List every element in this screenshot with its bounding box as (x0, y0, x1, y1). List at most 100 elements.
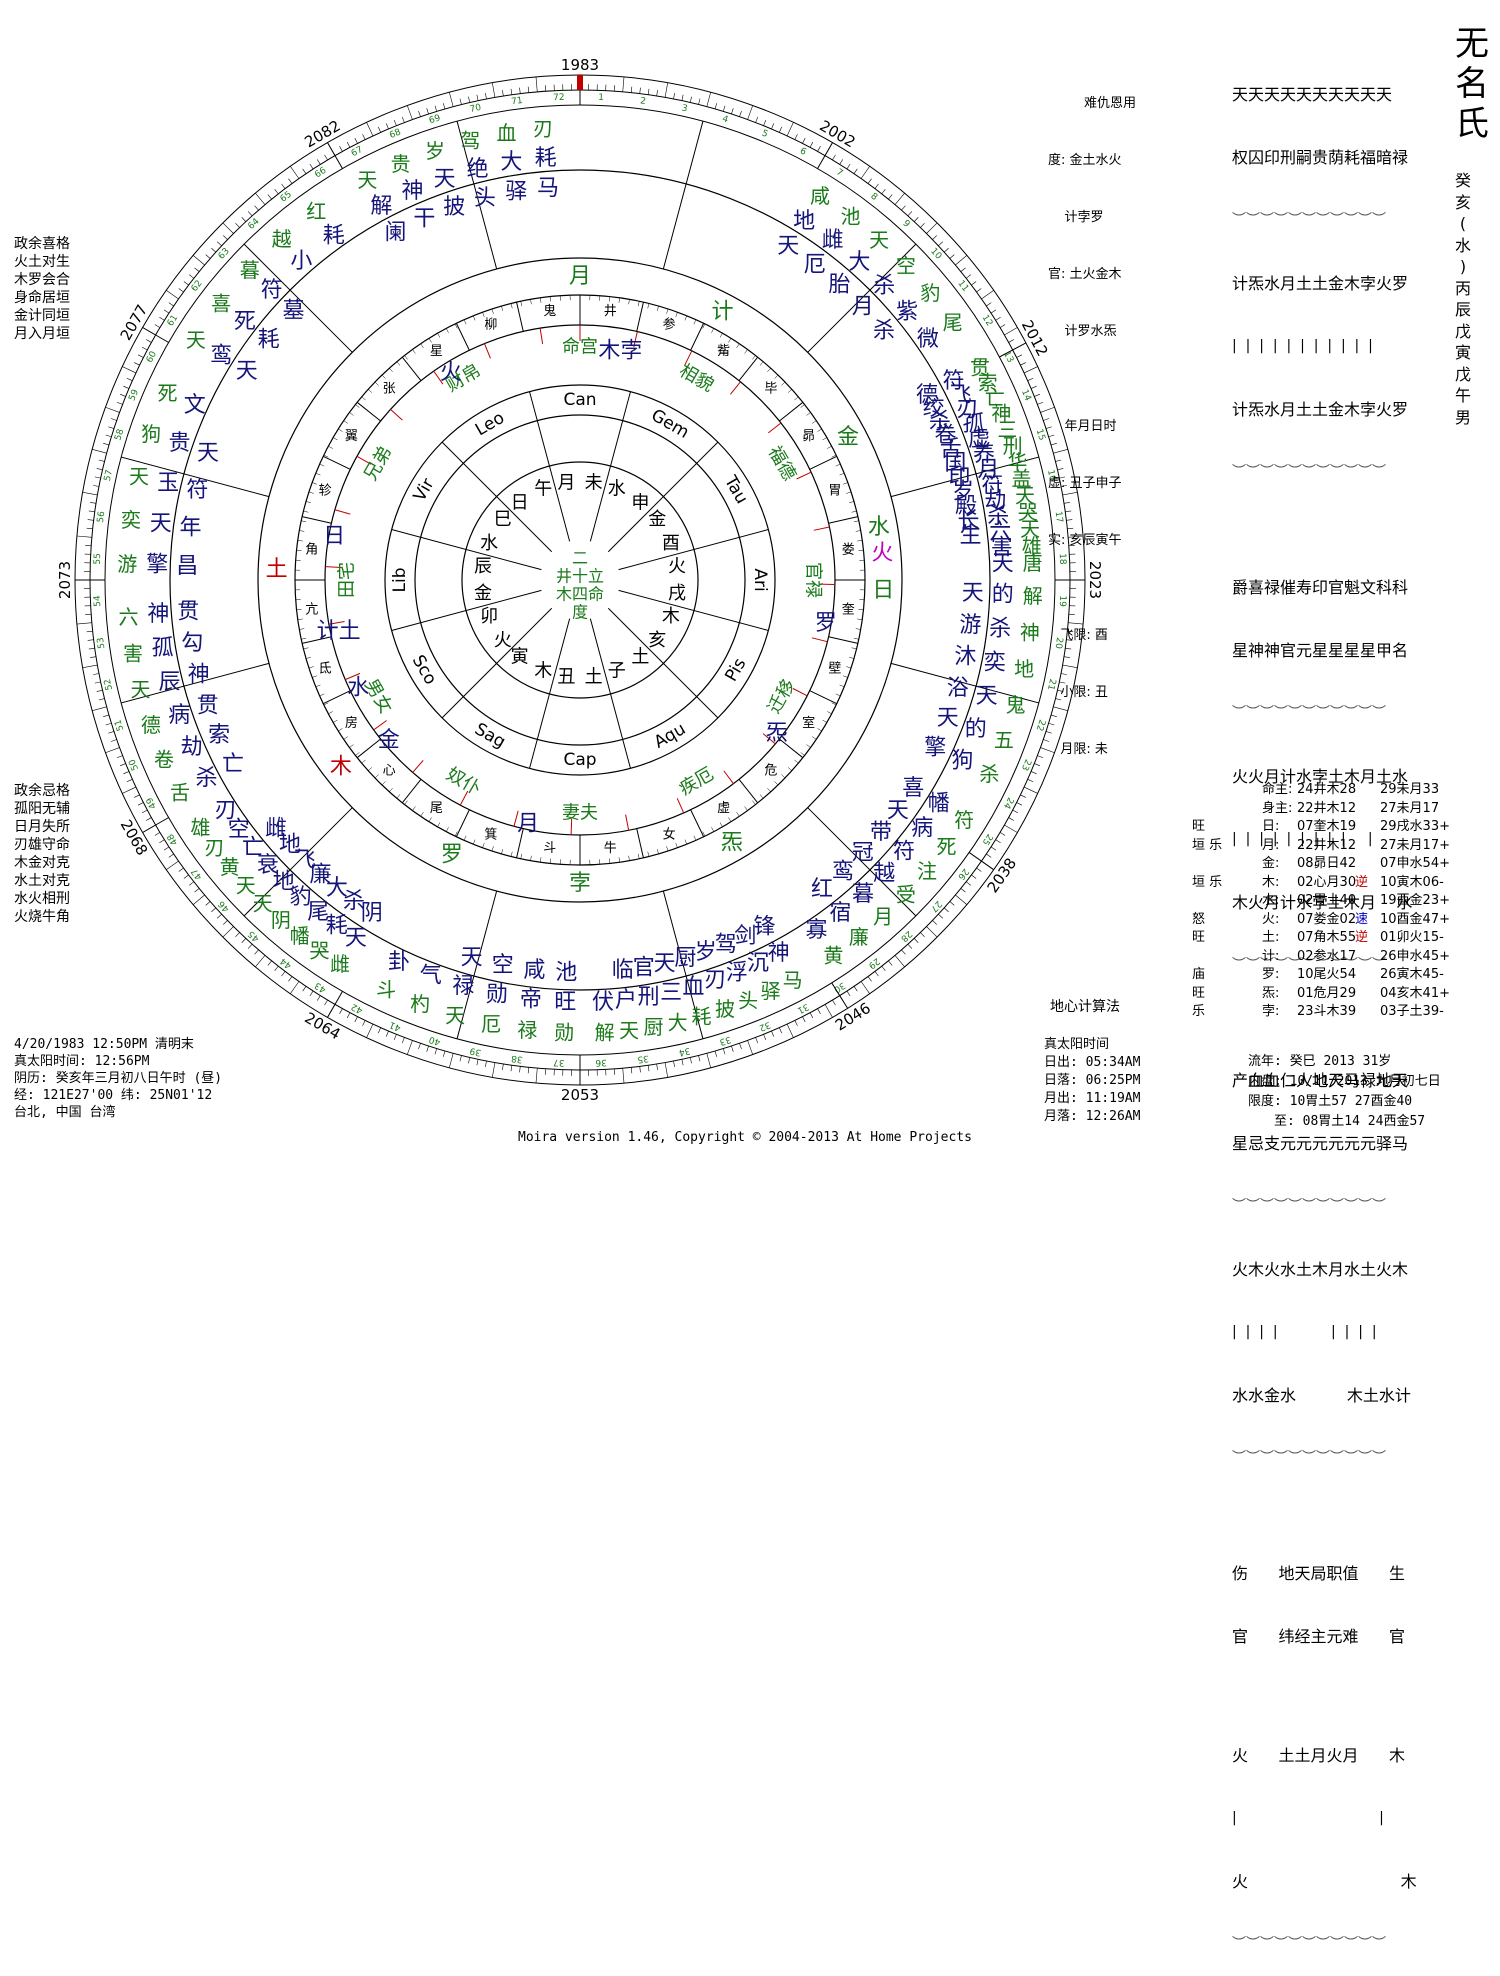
tick (120, 764, 126, 766)
palace-divider (663, 121, 703, 269)
tick (810, 1013, 813, 1018)
branch-element: 火 (494, 630, 512, 651)
tick (908, 944, 912, 948)
pattern-item: 日月失所 (14, 818, 70, 836)
tick (290, 981, 299, 993)
mansion-tick (540, 857, 541, 862)
grid-row: 计炁水月土土金木孛火罗 (1232, 399, 1417, 420)
top-info-block: 难仇恩用 度: 金土水火 计孛罗 官: 土火金木 计罗水炁 年月日时 虚: 丑子… (1048, 56, 1136, 778)
tick (211, 908, 215, 912)
mansion-tick (316, 685, 321, 687)
tick (325, 1000, 328, 1005)
star-char: 阴 (271, 908, 291, 932)
liunian: 流年: 癸巳 2013 31岁 (1248, 1052, 1441, 1072)
tick (310, 164, 313, 169)
tick (868, 976, 872, 981)
tick (854, 986, 857, 991)
calc-method: 地心计算法 (1050, 998, 1120, 1017)
star-char: 耗 (535, 146, 557, 171)
tick (648, 1065, 649, 1071)
tick (77, 536, 92, 537)
tick (103, 715, 109, 717)
tick (195, 888, 200, 892)
mansion-tick (306, 657, 311, 658)
palace-name: 兄弟 (360, 443, 396, 485)
tick (138, 355, 143, 358)
tick (407, 1040, 412, 1054)
star-char: 奕 (121, 508, 141, 532)
neipan: 内盘: 10/11/2013 九月初七日 (1248, 1072, 1441, 1092)
tick (92, 707, 106, 711)
tick (223, 920, 227, 924)
star-char: 空 (492, 953, 514, 978)
star-char: 杀 (196, 766, 218, 791)
planet-cell: 罗: (1262, 965, 1279, 984)
mansion-tick (836, 464, 841, 466)
sign-label: Pis (721, 655, 750, 685)
mansion-divider (456, 810, 469, 837)
tick (520, 1066, 521, 1072)
ring-number: 22 (1034, 718, 1047, 732)
mansion-tick (788, 767, 792, 770)
planet-glyph: 木 (330, 754, 352, 779)
branch-element: 水 (480, 533, 498, 554)
mansion-tick (303, 648, 308, 649)
mansion-tick (328, 446, 332, 448)
tick (248, 944, 252, 948)
tick (275, 189, 279, 194)
tick (325, 155, 328, 160)
branch-label: 酉 (662, 533, 680, 554)
branch-label: 辰 (474, 556, 492, 577)
planet-tick (730, 382, 740, 394)
pattern-item: 水火相刑 (14, 890, 70, 908)
info-line: 度: 金土水火 (1048, 151, 1136, 170)
grid-wave: ︶︶︶︶︶︶︶︶︶︶︶ (1232, 1934, 1417, 1955)
star-char: 死 (157, 381, 177, 405)
mansion-label: 奎 (842, 603, 855, 618)
mansion-tick (309, 492, 314, 494)
mansion-label: 昴 (802, 429, 815, 444)
star-char: 禄 (452, 974, 474, 999)
star-char: 头 (738, 989, 758, 1013)
star-char: 亡 (222, 752, 244, 777)
star-char: 浴 (947, 676, 969, 701)
mansion-label: 心 (383, 763, 396, 778)
star-char: 池 (555, 960, 577, 985)
tick (818, 146, 821, 151)
mansion-tick (711, 827, 713, 831)
inner-planet: 炁 (766, 721, 788, 746)
mansion-divider (456, 323, 469, 350)
tick (682, 1059, 683, 1065)
star-char: 杀 (873, 274, 895, 299)
planet-cell: 10酉金47+ (1380, 910, 1450, 929)
tick (92, 449, 106, 453)
star-char: 墓 (283, 298, 305, 323)
star-char: 大 (500, 150, 522, 175)
star-char: 天 (197, 441, 219, 466)
tick (340, 146, 343, 151)
pattern-item: 木罗会合 (14, 271, 70, 289)
branch-element: 金 (474, 583, 492, 604)
tick (511, 89, 512, 95)
tick (443, 1051, 445, 1057)
tick (407, 105, 412, 119)
tick (787, 1024, 793, 1038)
planet-glyph: 孛 (569, 871, 591, 896)
mansion-tick (511, 852, 512, 857)
tick (802, 1017, 805, 1022)
tick (1004, 825, 1017, 833)
mansion-tick (619, 857, 620, 862)
tick (991, 847, 996, 850)
star-char: 雌 (265, 817, 287, 842)
birth-info: 4/20/1983 12:50PM 清明末 真太阳时间: 12:56PM 阴历:… (14, 1036, 222, 1121)
star-char: 天 (461, 945, 483, 970)
star-char: 天 (129, 465, 149, 489)
tick (111, 419, 117, 421)
star-char: 大 (668, 1010, 688, 1034)
planet-cell: 逆 (1355, 873, 1368, 892)
star-char: 幡 (290, 924, 310, 948)
tick (1028, 779, 1033, 781)
star-char: 哭 (309, 939, 329, 963)
star-char: 马 (537, 176, 559, 201)
tick (386, 1031, 388, 1037)
